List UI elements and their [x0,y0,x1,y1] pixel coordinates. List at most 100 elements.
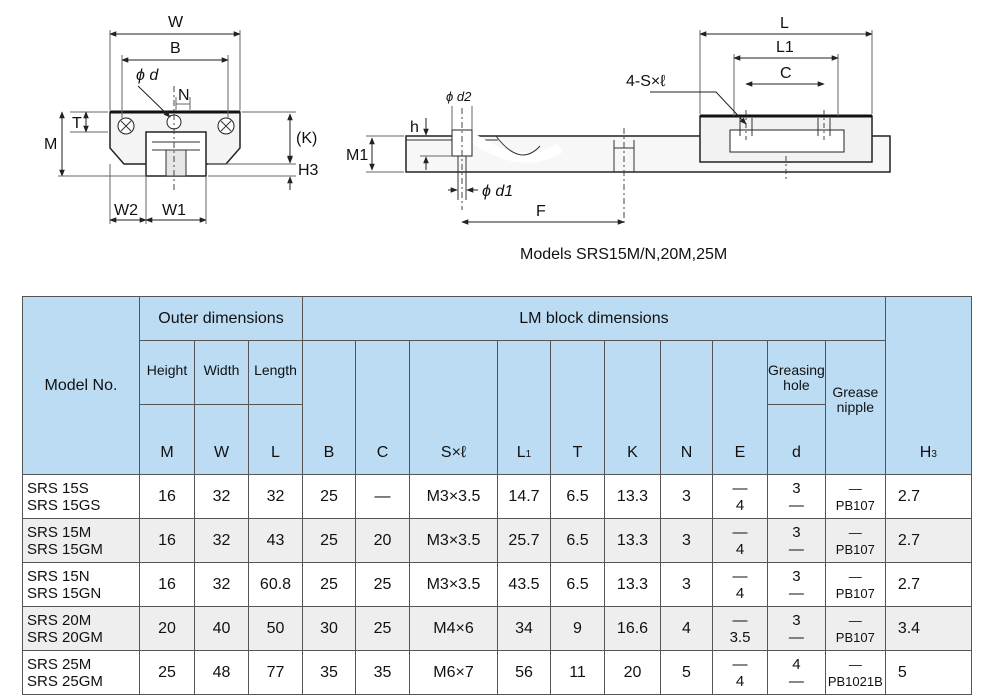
drawing-caption: Models SRS15M/N,20M,25M [520,246,728,263]
cell-k: 20 [604,650,661,695]
label-w: W [168,14,184,31]
cell-nipple: —PB107 [824,474,886,519]
cell-nipple: —PB107 [824,562,886,607]
cell-t: 9 [550,606,605,651]
label-f: F [536,203,546,220]
label-m1: M1 [346,147,368,164]
symbol-l: L [248,404,303,475]
cell-k: 13.3 [604,518,661,563]
cell-t: 6.5 [550,562,605,607]
cell-s: M4×6 [409,606,498,651]
cell-w: 32 [194,474,249,519]
cell-d: 3— [767,606,826,651]
cell-n: 5 [660,650,713,695]
greasing-hole-header: Greasing hole [767,340,826,405]
label-h: h [410,119,419,136]
cell-l1: 25.7 [497,518,551,563]
label-h3: H3 [298,162,319,179]
cell-h3: 2.7 [884,518,972,563]
cell-n: 3 [660,518,713,563]
cell-l: 32 [248,474,303,519]
cell-s: M3×3.5 [409,474,498,519]
cell-h3: 5 [884,650,972,695]
model-no-header: Model No. [22,296,140,475]
label-l: L [780,15,789,32]
grease-nipple-header: Grease nipple [824,340,886,475]
cell-d: 3— [767,518,826,563]
cell-l: 60.8 [248,562,303,607]
symbol-l1: L1 [497,340,551,475]
cell-e: —4 [712,650,768,695]
cell-l: 77 [248,650,303,695]
cell-e: —4 [712,562,768,607]
width-header: Width [194,340,249,405]
symbol-m: M [139,404,195,475]
cell-b: 25 [302,474,356,519]
cell-l: 43 [248,518,303,563]
cell-nipple: —PB107 [824,518,886,563]
cell-e: —3.5 [712,606,768,651]
cell-l1: 56 [497,650,551,695]
cell-m: 20 [139,606,195,651]
cell-c: 20 [355,518,410,563]
cell-h3: 2.7 [884,474,972,519]
cell-c: — [355,474,410,519]
cell-t: 6.5 [550,518,605,563]
cell-l1: 14.7 [497,474,551,519]
lm-block-dimensions-header: LM block dimensions [302,296,886,341]
cell-c: 25 [355,606,410,651]
cell-d: 3— [767,474,826,519]
symbol-e: E [712,340,768,475]
label-w2: W2 [114,202,138,219]
cell-w: 32 [194,518,249,563]
cell-h3: 3.4 [884,606,972,651]
cell-c: 35 [355,650,410,695]
cell-m: 16 [139,562,195,607]
technical-drawing: W B ϕ d N T M (K) H3 W2 W1 ϕ d2 h M1 ϕ d… [44,14,891,226]
cell-m: 16 [139,518,195,563]
cell-h3: 2.7 [884,562,972,607]
cell-m: 25 [139,650,195,695]
cell-t: 6.5 [550,474,605,519]
cell-w: 40 [194,606,249,651]
cell-t: 11 [550,650,605,695]
cell-n: 3 [660,562,713,607]
label-c: C [780,65,792,82]
label-phi-d: ϕ d [136,67,159,84]
cell-n: 4 [660,606,713,651]
cell-c: 25 [355,562,410,607]
label-k: (K) [296,130,317,147]
length-header: Length [248,340,303,405]
symbol-s-l: S×ℓ [409,340,498,475]
cell-d: 3— [767,562,826,607]
cell-nipple: —PB1021B [824,650,886,695]
side-view [366,30,891,226]
dimensions-table: Model No. Outer dimensions LM block dime… [22,296,972,695]
cell-l: 50 [248,606,303,651]
label-b: B [170,40,181,57]
label-s-l: 4-S×ℓ [626,73,665,90]
label-phi-d2: ϕ d2 [446,89,472,104]
outer-dimensions-header: Outer dimensions [139,296,303,341]
cell-l1: 43.5 [497,562,551,607]
cell-b: 30 [302,606,356,651]
symbol-c: C [355,340,410,475]
label-n: N [178,87,190,104]
label-phi-d1: ϕ d1 [482,183,513,200]
symbol-n: N [660,340,713,475]
symbol-w: W [194,404,249,475]
h3-header: H3 [884,296,972,475]
cross-section-view [58,30,296,224]
label-t: T [72,115,82,132]
cell-k: 16.6 [604,606,661,651]
cell-k: 13.3 [604,474,661,519]
cell-nipple: —PB107 [824,606,886,651]
